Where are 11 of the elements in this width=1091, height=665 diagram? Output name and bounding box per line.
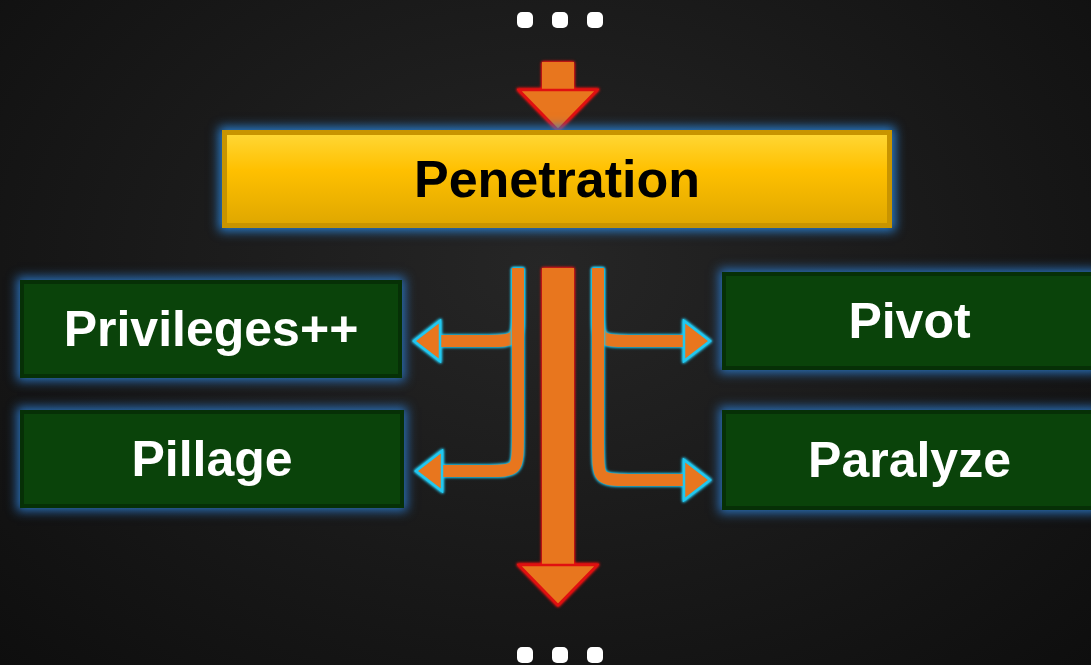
action-box — [20, 280, 402, 378]
box-label: Penetration — [413, 149, 701, 209]
box-label: Privileges++ — [63, 300, 359, 358]
box-label: Paralyze — [808, 431, 1011, 489]
box-label: Pivot — [848, 292, 971, 350]
stage-box — [222, 130, 892, 228]
action-box — [722, 272, 1091, 370]
arrow — [517, 62, 599, 132]
action-box — [20, 410, 404, 508]
box-label: Pillage — [131, 430, 293, 488]
action-box — [722, 410, 1091, 510]
